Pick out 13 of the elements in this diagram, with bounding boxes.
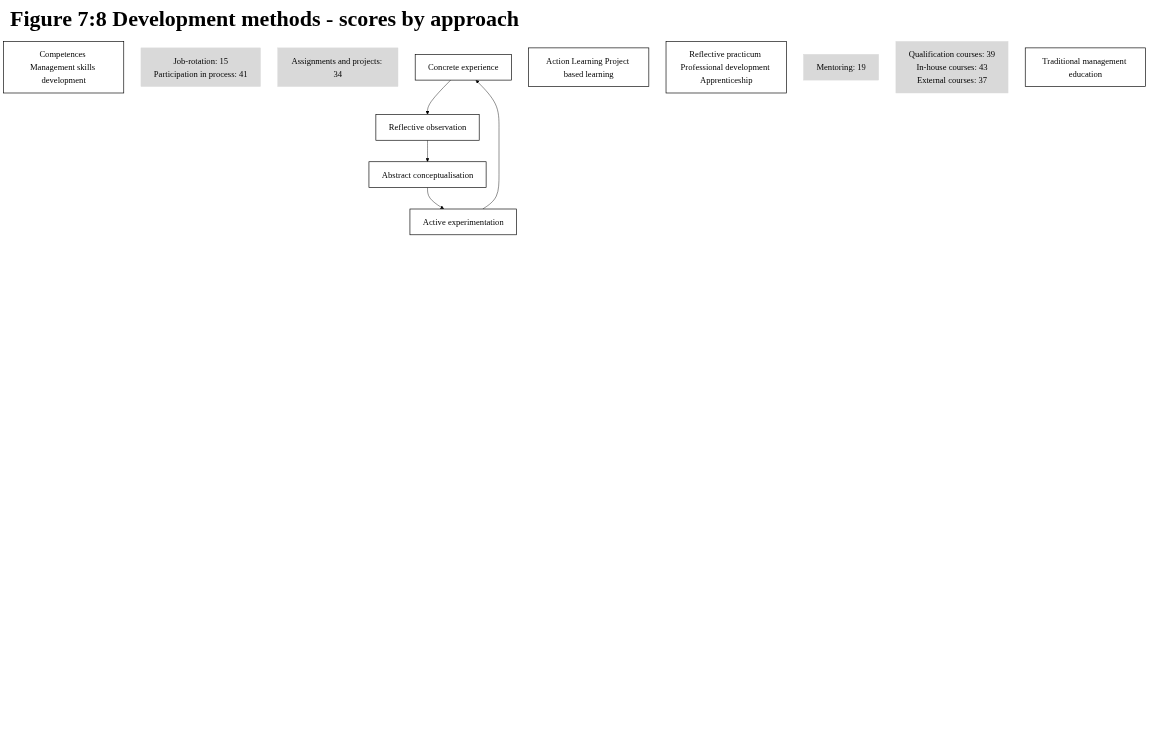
node-box: Assignments and projects: 34 [277,47,399,87]
node-box: Active experimentation [409,208,517,236]
node-box: Concrete experience [414,54,512,81]
node-box: Competences Management skills development [3,41,125,94]
node-box: Reflective practicum Professional development Apprenticeship [665,41,787,94]
node-box: Reflective observation [375,114,480,141]
node-box: Job-rotation: 15 Participation in process: 41 [140,47,261,87]
node-box: Abstract conceptualisation [368,161,487,188]
figure-title: Figure 7:8 Development methods - scores by approach [9,5,521,33]
node-box: Action Learning Project based learning [528,47,650,87]
node-box: Mentoring: 19 [803,54,879,81]
node-box: Qualification courses: 39 In-house courses: 43 External courses: 37 [895,41,1009,94]
node-box: Traditional management education [1024,47,1146,87]
